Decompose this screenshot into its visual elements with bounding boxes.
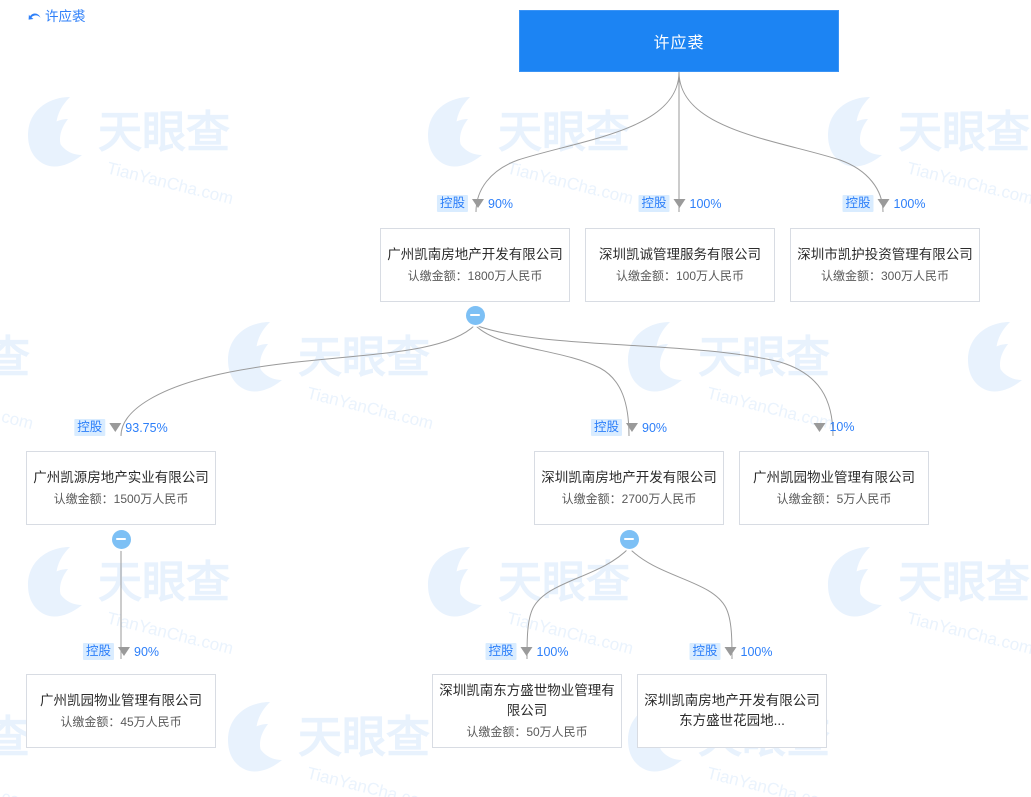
collapse-toggle-button[interactable]	[465, 305, 485, 325]
relation-badge: 控股	[842, 195, 874, 212]
company-node-amount: 认缴金额：2700万人民币	[561, 491, 697, 506]
ownership-percent: 100%	[536, 644, 569, 659]
edge-label: 10%	[813, 419, 855, 435]
arrow-down-icon	[724, 647, 737, 656]
arrow-down-icon	[673, 199, 686, 208]
company-node-amount: 认缴金额：5万人民币	[776, 491, 892, 506]
edge-label: 控股 90%	[590, 419, 668, 436]
arrow-down-icon	[625, 423, 638, 432]
company-node-name: 深圳凯诚管理服务有限公司	[599, 246, 761, 262]
edge-label: 控股 100%	[689, 643, 773, 660]
back-arrow-icon	[28, 10, 42, 24]
edge-label: 控股 100%	[638, 195, 722, 212]
relation-badge: 控股	[485, 643, 517, 660]
relation-badge: 控股	[689, 643, 721, 660]
ownership-percent: 93.75%	[125, 420, 168, 435]
minus-icon	[624, 538, 634, 540]
company-node-name: 广州凯园物业管理有限公司	[753, 469, 915, 485]
company-node[interactable]: 深圳凯诚管理服务有限公司认缴金额：100万人民币	[585, 228, 775, 302]
company-node[interactable]: 深圳凯南东方盛世物业管理有限公司认缴金额：50万人民币	[432, 674, 622, 748]
back-link-label: 许应裘	[45, 9, 86, 24]
minus-icon	[116, 538, 126, 540]
company-node-amount: 认缴金额：100万人民币	[615, 268, 745, 283]
company-node-amount: 认缴金额：45万人民币	[60, 714, 182, 729]
relation-badge: 控股	[590, 419, 622, 436]
company-node-amount: 认缴金额：1800万人民币	[407, 268, 543, 283]
company-node-name: 深圳市凯护投资管理有限公司	[797, 246, 973, 262]
company-node-amount: 认缴金额：300万人民币	[820, 268, 950, 283]
edge-label: 控股 100%	[485, 643, 569, 660]
company-node[interactable]: 广州凯源房地产实业有限公司认缴金额：1500万人民币	[26, 451, 216, 525]
edge-label: 控股 90%	[436, 195, 514, 212]
back-link[interactable]: 许应裘	[28, 9, 86, 25]
company-node-name: 深圳凯南房地产开发有限公司东方盛世花园地...	[644, 693, 820, 728]
collapse-toggle-button[interactable]	[111, 529, 131, 549]
company-node[interactable]: 广州凯南房地产开发有限公司认缴金额：1800万人民币	[380, 228, 570, 302]
root-person-node[interactable]: 许应裘	[519, 10, 839, 72]
edge-label: 控股 93.75%	[74, 419, 168, 436]
ownership-percent: 90%	[133, 644, 160, 659]
ownership-percent: 100%	[893, 196, 926, 211]
arrow-down-icon	[471, 199, 484, 208]
ownership-percent: 10%	[829, 420, 855, 434]
arrow-down-icon	[813, 422, 826, 432]
company-node-name: 广州凯园物业管理有限公司	[40, 692, 202, 708]
minus-icon	[470, 314, 480, 316]
company-node[interactable]: 深圳凯南房地产开发有限公司认缴金额：2700万人民币	[534, 451, 724, 525]
ownership-percent: 100%	[740, 644, 773, 659]
company-node[interactable]: 广州凯园物业管理有限公司认缴金额：45万人民币	[26, 674, 216, 748]
company-node[interactable]: 广州凯园物业管理有限公司认缴金额：5万人民币	[739, 451, 929, 525]
company-node-name: 广州凯南房地产开发有限公司	[387, 246, 563, 262]
arrow-down-icon	[117, 647, 130, 656]
collapse-toggle-button[interactable]	[619, 529, 639, 549]
relation-badge: 控股	[74, 419, 106, 436]
relation-badge: 控股	[82, 643, 114, 660]
edge-label: 控股 90%	[82, 643, 160, 660]
ownership-percent: 90%	[641, 420, 668, 435]
ownership-percent: 90%	[487, 196, 514, 211]
company-node-amount: 认缴金额：50万人民币	[466, 724, 588, 739]
arrow-down-icon	[877, 199, 890, 208]
arrow-down-icon	[109, 423, 122, 432]
arrow-down-icon	[520, 647, 533, 656]
ownership-percent: 100%	[689, 196, 722, 211]
root-person-label: 许应裘	[653, 35, 705, 52]
relation-badge: 控股	[638, 195, 670, 212]
company-node-amount: 认缴金额：1500万人民币	[53, 491, 189, 506]
company-node[interactable]: 深圳市凯护投资管理有限公司认缴金额：300万人民币	[790, 228, 980, 302]
relation-badge: 控股	[436, 195, 468, 212]
company-node-name: 广州凯源房地产实业有限公司	[33, 469, 209, 485]
company-node[interactable]: 深圳凯南房地产开发有限公司东方盛世花园地...	[637, 674, 827, 748]
company-node-name: 深圳凯南东方盛世物业管理有限公司	[439, 682, 615, 718]
company-node-name: 深圳凯南房地产开发有限公司	[541, 469, 717, 485]
edge-label: 控股 100%	[842, 195, 926, 212]
